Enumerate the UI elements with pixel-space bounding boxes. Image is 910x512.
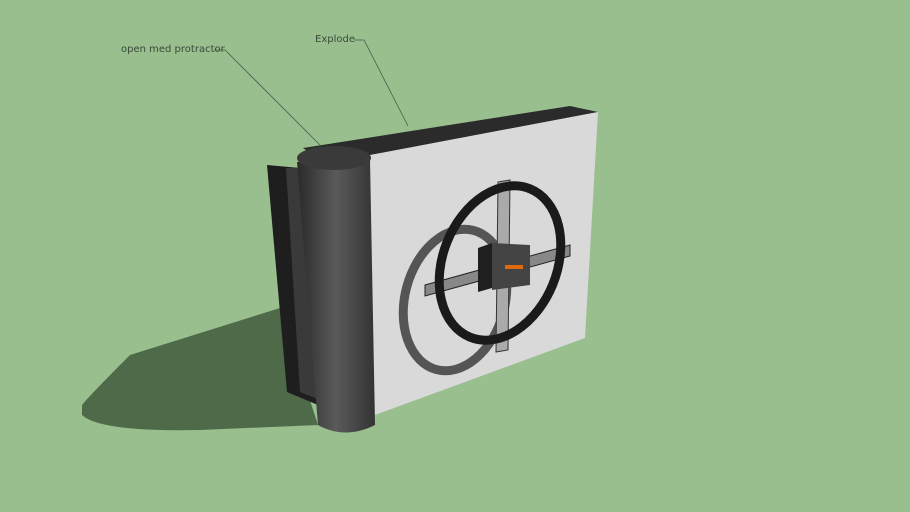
annotation-open-med-protractor: open med protractor <box>121 44 225 55</box>
leader-line-explode <box>354 39 409 127</box>
cylinder-body <box>297 160 375 433</box>
top-strip <box>303 106 598 160</box>
hub-box-side <box>478 243 492 292</box>
model-ground-shadow <box>82 308 318 431</box>
cylinder-top <box>297 146 371 170</box>
handwheel-ring[interactable] <box>417 167 583 358</box>
annotation-explode: Explode <box>315 34 355 45</box>
indicator-light <box>505 265 523 269</box>
leader-line-protractor <box>214 49 321 146</box>
